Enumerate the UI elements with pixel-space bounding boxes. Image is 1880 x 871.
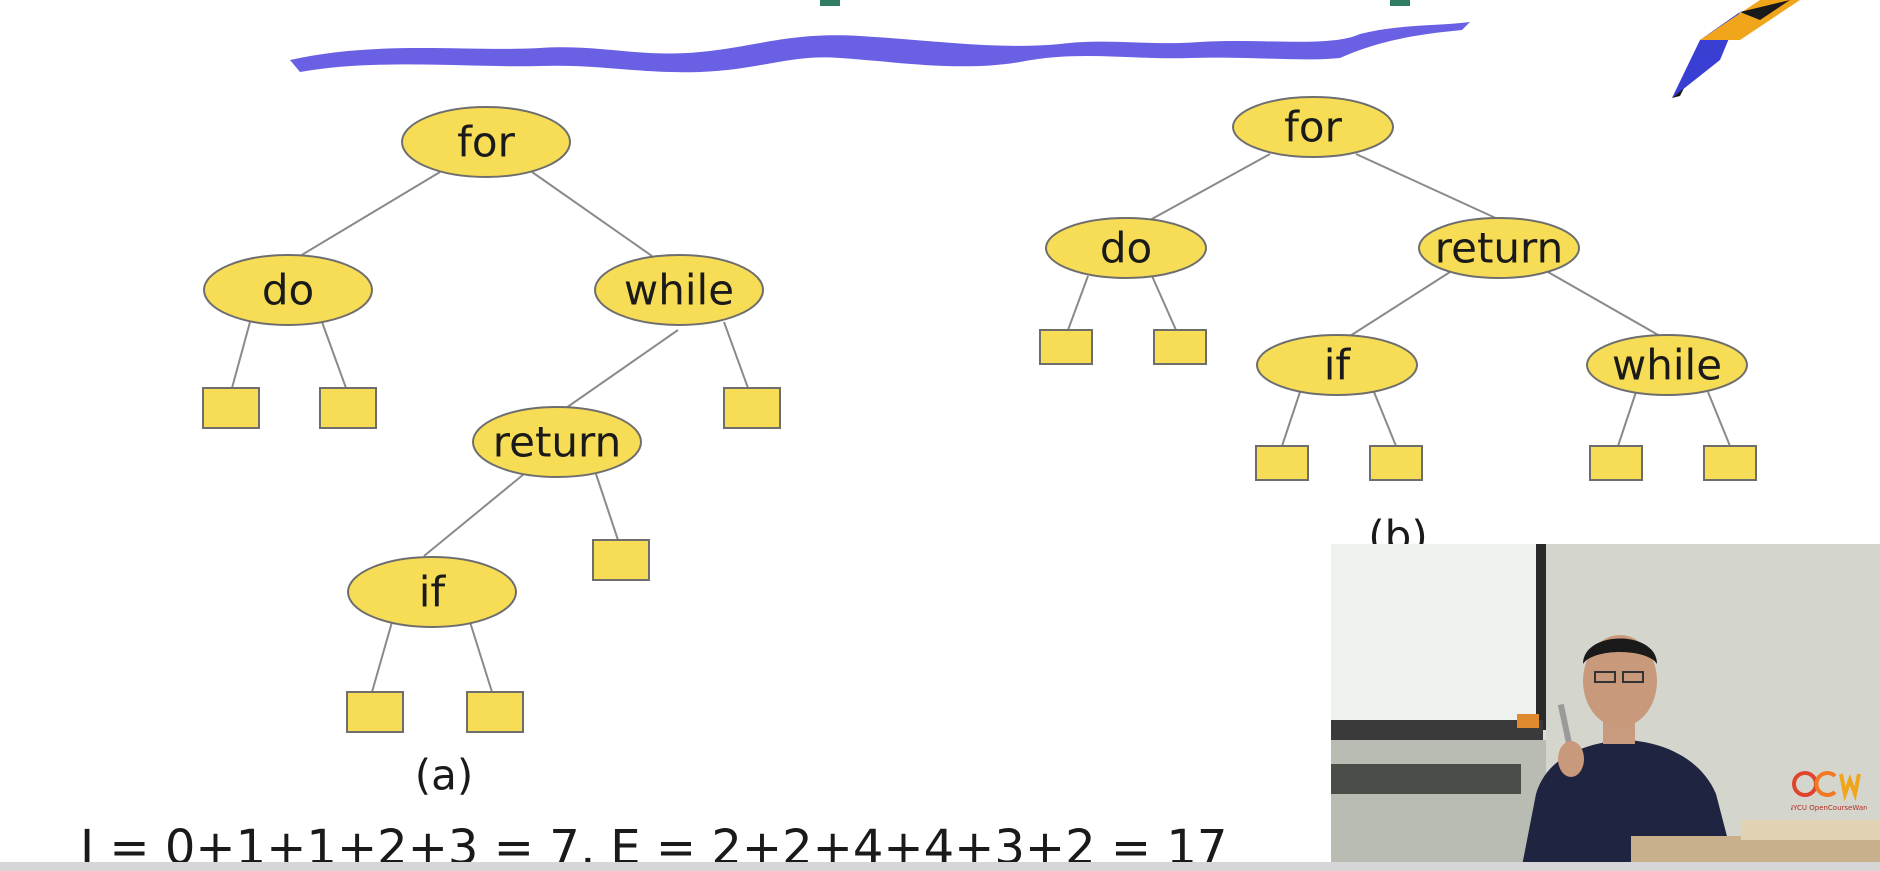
tree-a-node-for: for [401, 106, 571, 178]
tree-a-node-if: if [347, 556, 517, 628]
tree-b-node-return: return [1418, 217, 1580, 279]
tree-b-leaf [1369, 445, 1423, 481]
tree-a-node-while: while [594, 254, 764, 326]
tree-a-leaf [202, 387, 260, 429]
tree-b-node-for: for [1232, 96, 1394, 158]
tree-a-leaf [592, 539, 650, 581]
tree-b-leaf [1589, 445, 1643, 481]
node-label: do [262, 266, 314, 315]
node-label: while [1612, 341, 1722, 390]
node-label: if [419, 568, 447, 617]
lecturer-video-overlay: NYCU OpenCourseWare [1331, 544, 1880, 871]
tree-b-node-do: do [1045, 217, 1207, 279]
tree-a: for do while return if (a) [202, 106, 781, 800]
tree-a-leaf [346, 691, 404, 733]
highlighter-stroke [290, 22, 1470, 73]
tree-a-node-do: do [203, 254, 373, 326]
tree-a-node-return: return [472, 406, 642, 478]
tree-b-leaf [1255, 445, 1309, 481]
ocw-watermark-logo: NYCU OpenCourseWare [1788, 770, 1870, 818]
cropped-title-remnant [820, 0, 1410, 6]
tree-b-node-if: if [1256, 334, 1418, 396]
tree-a-leaf [319, 387, 377, 429]
node-label: if [1324, 341, 1352, 390]
node-label: for [1284, 103, 1342, 152]
bottom-border [0, 862, 1880, 871]
node-label: while [624, 266, 734, 315]
lecturer-video-frame [1331, 544, 1880, 871]
tree-b-leaf [1153, 329, 1207, 365]
node-label: return [1435, 224, 1563, 273]
svg-text:NYCU OpenCourseWare: NYCU OpenCourseWare [1791, 804, 1867, 812]
tree-b-leaf [1703, 445, 1757, 481]
node-label: for [457, 118, 515, 167]
tree-b-leaf [1039, 329, 1093, 365]
tree-a-leaf [466, 691, 524, 733]
pen-icon [1672, 0, 1800, 98]
node-label: do [1100, 224, 1152, 273]
tree-b: for do return if while (b) [1039, 96, 1757, 561]
tree-a-caption: (a) [415, 751, 474, 800]
node-label: return [493, 418, 621, 467]
tree-a-leaf [723, 387, 781, 429]
tree-b-node-while: while [1586, 334, 1748, 396]
